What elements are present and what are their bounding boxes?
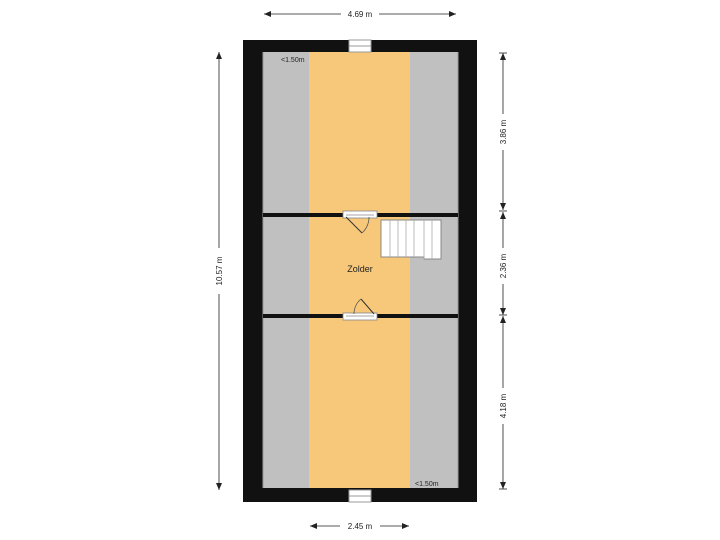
dimension-right-top-label: 3.86 m — [499, 119, 508, 144]
low-height-note-bottom: <1.50m — [415, 481, 439, 488]
floor-area — [262, 52, 459, 488]
dimension-left: 10.57 m — [215, 52, 224, 490]
low-height-area-left — [263, 52, 309, 488]
dimension-right-middle-label: 2.36 m — [499, 253, 508, 278]
window-bottom — [348, 489, 372, 503]
dimension-bottom: 2.45 m — [310, 522, 409, 531]
dimension-top-label: 4.69 m — [348, 10, 373, 19]
dimension-right-middle: 2.36 m — [499, 212, 508, 316]
dimension-bottom-label: 2.45 m — [348, 522, 373, 531]
dimension-right-bottom-label: 4.18 m — [499, 393, 508, 418]
staircase — [380, 219, 442, 260]
dimension-top: 4.69 m — [264, 10, 456, 19]
door-bottom — [342, 298, 378, 321]
dimension-left-label: 10.57 m — [215, 256, 224, 285]
dimension-right-top: 3.86 m — [499, 52, 508, 212]
low-height-area-right — [410, 52, 458, 488]
dimension-right-bottom: 4.18 m — [499, 316, 508, 490]
room-label: Zolder — [347, 264, 373, 274]
low-height-note-top: <1.50m — [281, 57, 305, 64]
full-height-area — [309, 52, 410, 488]
window-top — [348, 39, 372, 53]
door-top — [342, 210, 378, 234]
